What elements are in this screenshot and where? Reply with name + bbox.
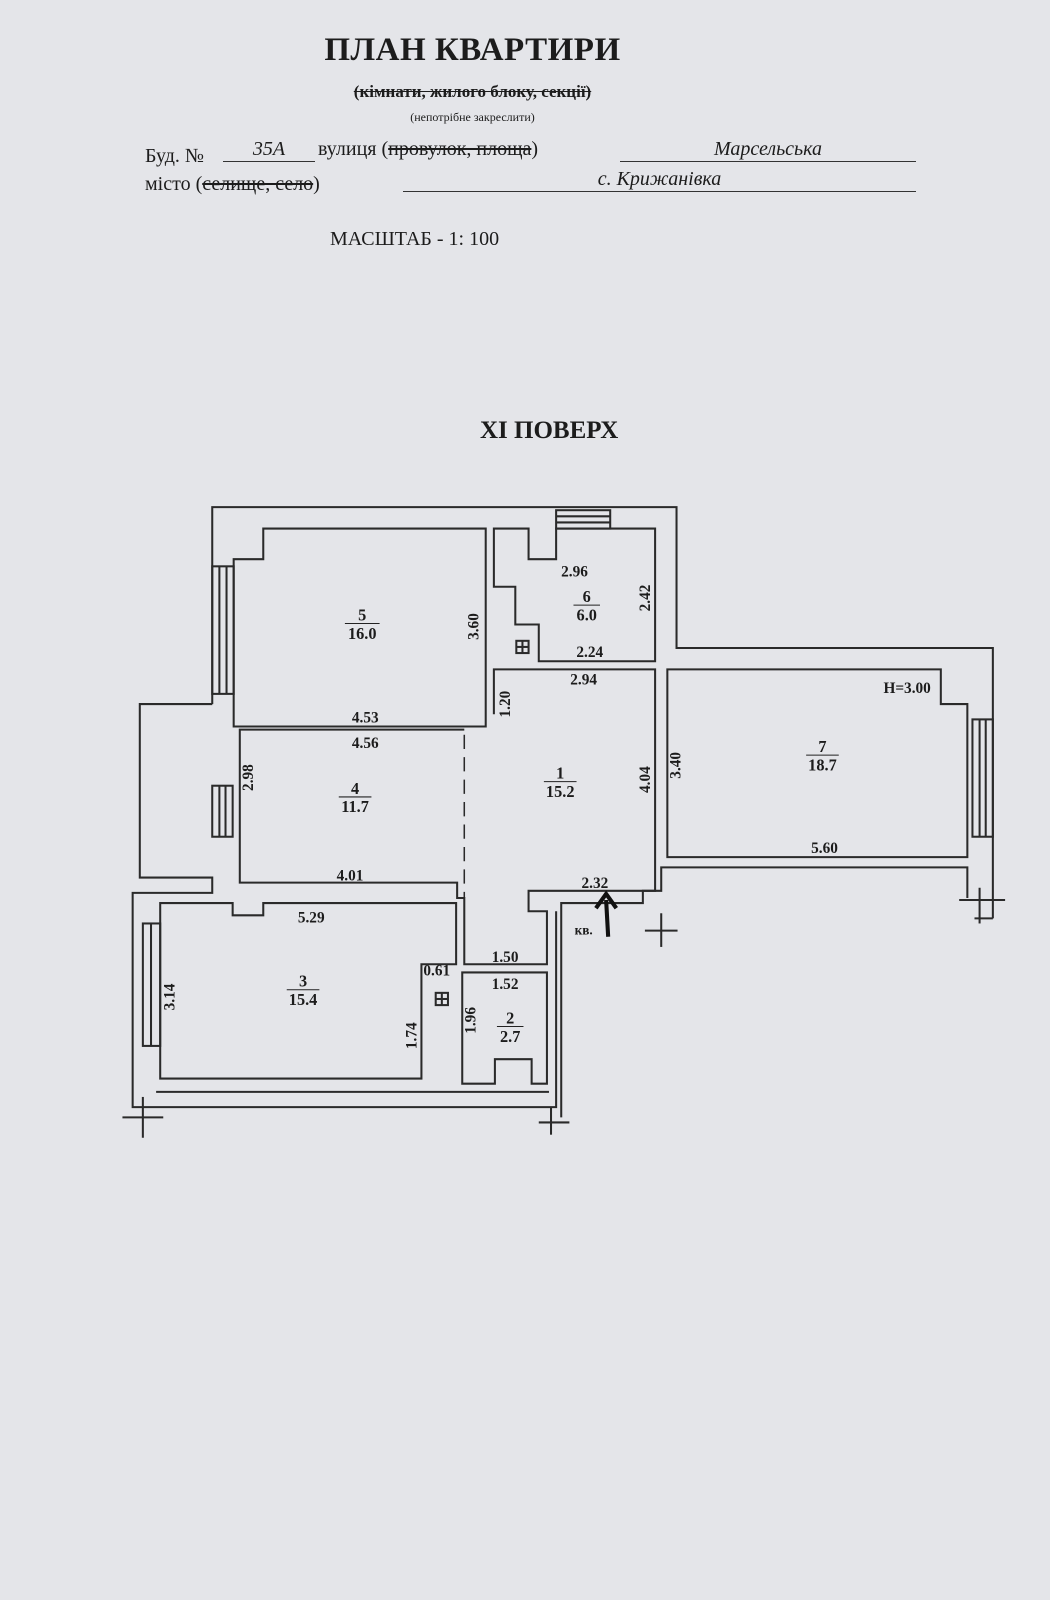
dim-r2-top: 1.52 xyxy=(492,976,519,993)
dim-r3-notch: 0.61 xyxy=(423,963,450,980)
room-6-number: 6 xyxy=(583,587,591,606)
room-2-area: 2.7 xyxy=(500,1027,520,1046)
dim-r1-side: 4.04 xyxy=(637,766,654,793)
dim-r2-top-outer: 1.50 xyxy=(492,949,519,966)
document-title: ПЛАН КВАРТИРИ xyxy=(324,32,621,68)
dim-r3-side: 3.14 xyxy=(161,983,178,1010)
dim-r1-bottom: 2.32 xyxy=(582,875,609,892)
dim-r7-bottom: 5.60 xyxy=(811,840,838,857)
dim-r4-side: 2.98 xyxy=(240,764,257,791)
room-1-number: 1 xyxy=(556,764,564,783)
strike-hint: (непотрібне закреслити) xyxy=(410,110,535,124)
dim-r5-side: 3.60 xyxy=(466,613,483,640)
dim-r4-top: 4.56 xyxy=(352,735,379,752)
room-7-number: 7 xyxy=(818,737,826,756)
room-3-area: 15.4 xyxy=(289,990,318,1009)
dim-r7-side: 3.40 xyxy=(668,752,685,779)
room-5-area: 16.0 xyxy=(348,624,377,643)
building-label: Буд. № xyxy=(145,145,204,167)
dim-r6-side: 2.42 xyxy=(637,585,654,612)
room-7-area: 18.7 xyxy=(808,755,837,774)
city-label: місто (селище, село) xyxy=(145,173,320,195)
axis-markers xyxy=(122,887,1006,1138)
dim-r3-top: 5.29 xyxy=(298,909,325,926)
room-4-number: 4 xyxy=(351,779,359,798)
scale-label: МАСШТАБ - 1: 100 xyxy=(330,228,500,250)
room-1-area: 15.2 xyxy=(546,782,575,801)
vent-shafts xyxy=(434,639,530,1007)
windows xyxy=(141,509,994,1047)
building-number: 35А xyxy=(223,138,315,162)
dim-r6-bottom: 2.24 xyxy=(576,644,603,661)
dim-r4-bottom: 4.01 xyxy=(337,868,364,885)
walls xyxy=(131,506,994,1118)
dim-r2-side: 1.96 xyxy=(463,1007,480,1034)
dim-r3-notch-side: 1.74 xyxy=(403,1022,420,1049)
document-subtitle: (кімнати, жилого блоку, секції) xyxy=(353,82,592,101)
dim-r6-top: 2.96 xyxy=(561,564,588,581)
dim-r1-corridor: 1.20 xyxy=(497,690,514,717)
room-3-number: 3 xyxy=(299,972,307,991)
city-value: с. Крижанівка xyxy=(403,168,916,192)
room-5-number: 5 xyxy=(358,605,366,624)
floor-label: ХІ ПОВЕРХ xyxy=(480,417,619,444)
street-label: вулиця (провулок, площа) xyxy=(318,138,539,160)
apartment-label: кв. xyxy=(575,923,593,938)
dim-r5-bottom: 4.53 xyxy=(352,709,379,726)
street-value: Марсельська xyxy=(620,138,916,162)
entrance-arrow-icon xyxy=(594,890,618,937)
ceiling-height: H=3.00 xyxy=(883,680,931,697)
room-6-area: 6.0 xyxy=(577,605,597,624)
dim-r1-top: 2.94 xyxy=(570,672,597,689)
room-2-number: 2 xyxy=(506,1008,514,1027)
room-4-area: 11.7 xyxy=(341,797,369,816)
